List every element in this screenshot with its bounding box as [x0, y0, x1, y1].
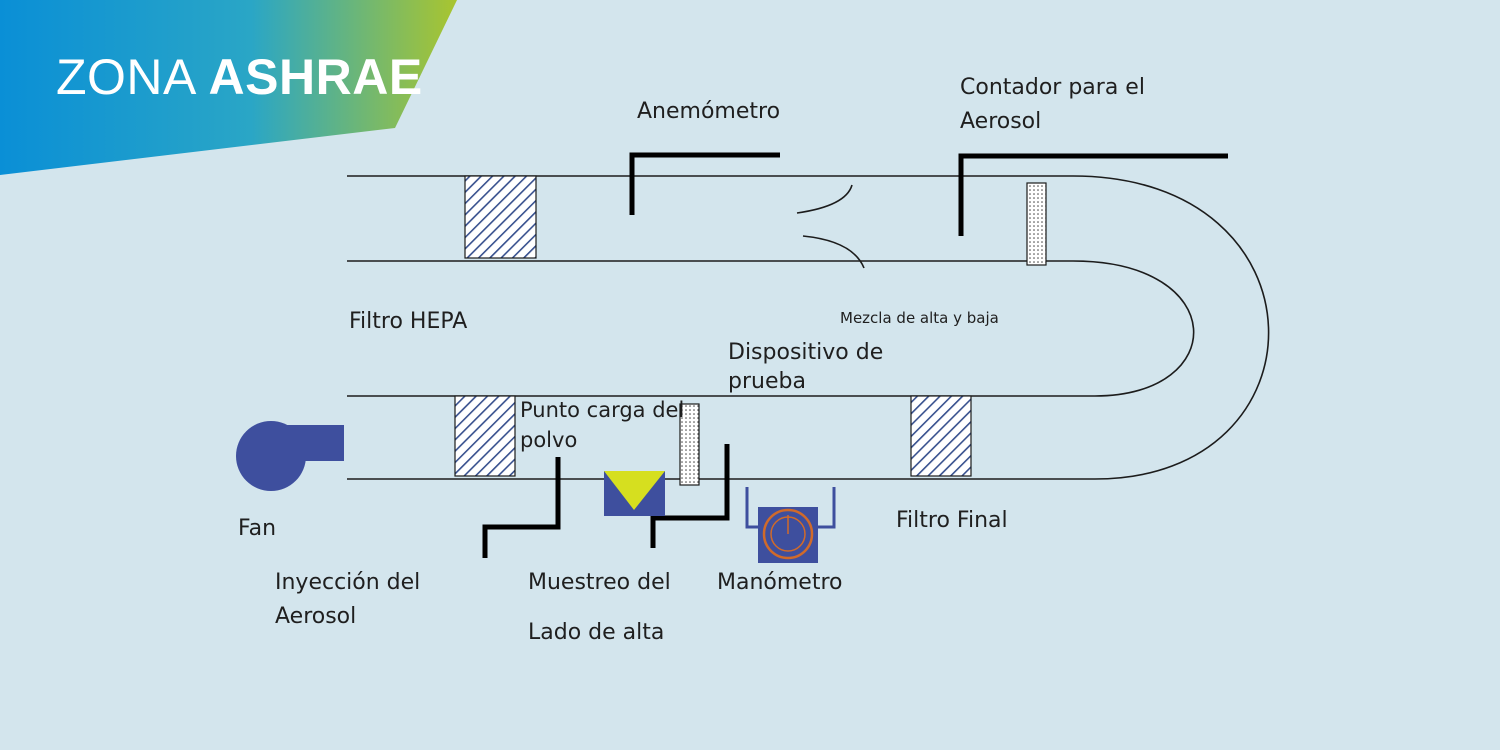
u-bend-duct [1072, 175, 1270, 480]
label-mixing: Mezcla de alta y baja [840, 309, 999, 327]
upstream-sampling-probe [650, 444, 730, 548]
label-injection-line1: Inyección del [275, 570, 421, 595]
label-dust-loading-line1: Punto carga del [520, 398, 685, 422]
label-counter-line1: Contador para el [960, 75, 1145, 100]
final-filter [910, 395, 972, 477]
label-sampling-line1: Muestreo del [528, 570, 671, 595]
label-test-device-line2: prueba [728, 369, 806, 394]
label-hepa-filter: Filtro HEPA [349, 309, 468, 334]
fan-icon [236, 421, 344, 491]
label-fan: Fan [238, 516, 277, 541]
label-final-filter: Filtro Final [896, 508, 1008, 533]
label-dust-loading-line2: polvo [520, 428, 578, 452]
aerosol-injection-probe [482, 457, 561, 558]
test-device-upper [1026, 182, 1047, 266]
banner-prefix: ZONA [56, 49, 195, 105]
banner-background [0, 0, 457, 175]
mixing-baffles [796, 184, 865, 269]
aerosol-counter-probe [958, 153, 1228, 236]
label-sampling-line2: Lado de alta [528, 620, 665, 645]
label-manometer: Manómetro [717, 570, 843, 595]
hepa-filter [464, 175, 537, 259]
dust-feeder-icon [604, 471, 665, 516]
inlet-filter [454, 395, 516, 477]
label-counter-line2: Aerosol [960, 109, 1042, 134]
label-anemometer: Anemómetro [637, 99, 781, 124]
banner-brand: ASHRAE [208, 49, 423, 105]
label-test-device-line1: Dispositivo de [728, 340, 884, 365]
upper-duct [347, 175, 1073, 262]
banner-title: ZONA ASHRAE [56, 48, 423, 106]
manometer-icon [745, 487, 836, 563]
label-injection-line2: Aerosol [275, 604, 357, 629]
anemometer-probe [629, 152, 780, 215]
test-device [679, 403, 700, 486]
